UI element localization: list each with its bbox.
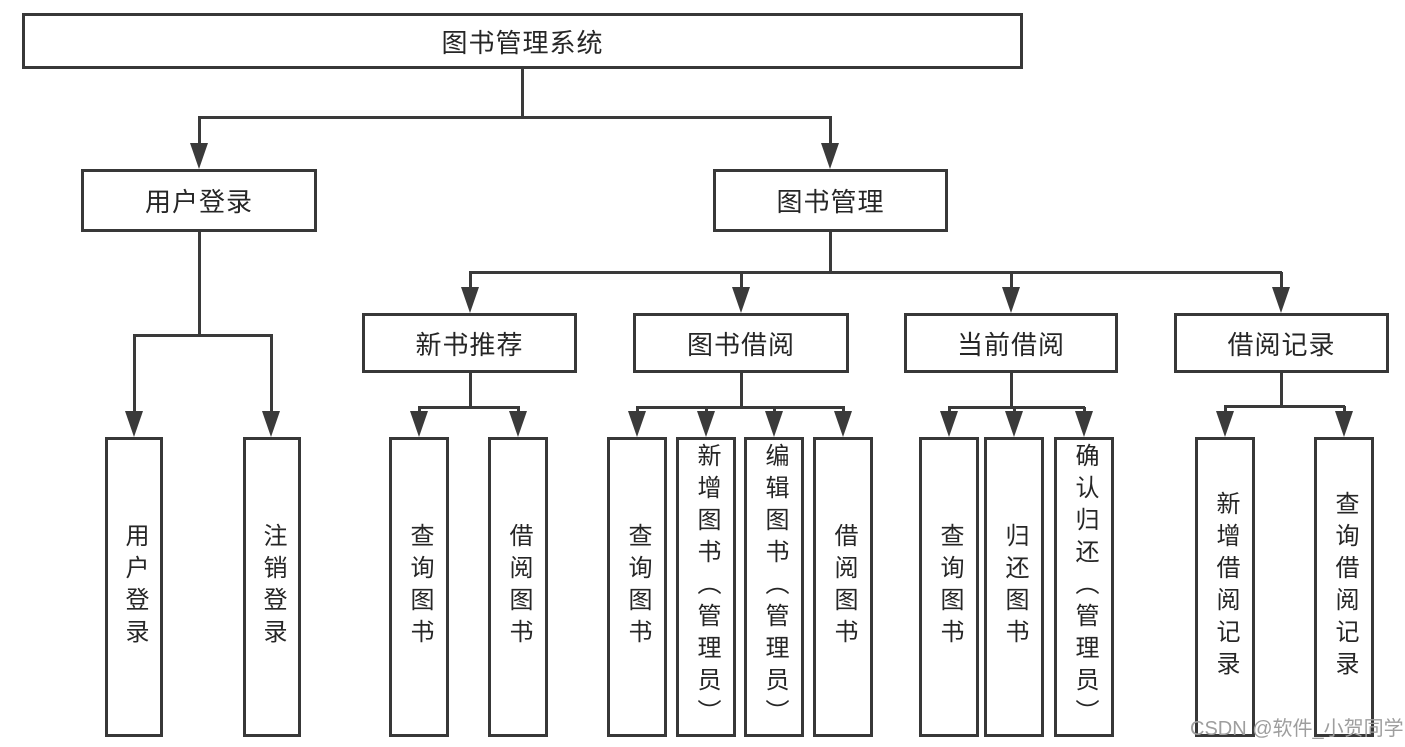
arrow-down-icon: [628, 411, 646, 437]
node-label: 借阅图书: [505, 523, 532, 651]
arrow-down-icon: [821, 143, 839, 169]
arrow-down-icon: [1216, 411, 1234, 437]
node-user-login: 用户登录: [81, 169, 317, 232]
connector-line: [1010, 272, 1013, 289]
node-label: 查询借阅记录: [1331, 491, 1358, 683]
arrow-down-icon: [1002, 287, 1020, 313]
node-label: 用户登录: [121, 523, 148, 651]
leaf-query-books-recommend: 查询图书: [389, 437, 449, 737]
node-label: 图书管理系统: [441, 27, 604, 58]
node-book-management: 图书管理: [713, 169, 948, 232]
arrow-down-icon: [697, 411, 715, 437]
node-label: 查询图书: [936, 523, 963, 651]
connector-line: [198, 117, 201, 147]
arrow-down-icon: [125, 411, 143, 437]
arrow-down-icon: [509, 411, 527, 437]
node-label: 查询图书: [406, 523, 433, 651]
arrow-down-icon: [1335, 411, 1353, 437]
node-label: 查询图书: [624, 523, 651, 651]
node-new-book-recommendation: 新书推荐: [362, 313, 577, 373]
leaf-query-borrow-record: 查询借阅记录: [1314, 437, 1374, 737]
connector-line: [270, 335, 273, 415]
leaf-query-books-borrow: 查询图书: [607, 437, 667, 737]
node-label: 新增图书（管理员）: [693, 443, 720, 731]
connector-line: [773, 407, 776, 413]
arrow-down-icon: [262, 411, 280, 437]
connector-line: [198, 232, 201, 335]
connector-line: [1224, 406, 1227, 413]
connector-line: [1083, 407, 1086, 413]
node-label: 图书管理: [776, 187, 885, 217]
arrow-down-icon: [765, 411, 783, 437]
leaf-edit-book-admin: 编辑图书（管理员）: [744, 437, 804, 737]
connector-line: [740, 373, 743, 407]
connector-line: [1010, 373, 1013, 407]
connector-line: [469, 271, 1282, 274]
connector-line: [636, 407, 639, 413]
connector-line: [133, 334, 273, 337]
node-label: 归还图书: [1001, 523, 1028, 651]
leaf-borrow-books: 借阅图书: [813, 437, 873, 737]
connector-line: [948, 406, 1085, 409]
connector-line: [1224, 405, 1345, 408]
leaf-add-book-admin: 新增图书（管理员）: [676, 437, 736, 737]
connector-line: [418, 407, 421, 413]
node-current-borrowing: 当前借阅: [904, 313, 1118, 373]
csdn-watermark: CSDN @软件_小贺同学: [1190, 718, 1404, 740]
node-label: 确认归还（管理员）: [1071, 443, 1098, 731]
leaf-user-login: 用户登录: [105, 437, 163, 737]
connector-line: [948, 407, 951, 413]
arrow-down-icon: [834, 411, 852, 437]
connector-line: [1343, 406, 1346, 413]
connector-line: [842, 407, 845, 413]
connector-line: [469, 373, 472, 407]
connector-line: [517, 407, 520, 413]
node-borrowing-records: 借阅记录: [1174, 313, 1389, 373]
node-label: 注销登录: [259, 523, 286, 651]
arrow-down-icon: [940, 411, 958, 437]
leaf-borrow-books-recommend: 借阅图书: [488, 437, 548, 737]
connector-line: [1280, 373, 1283, 406]
node-label: 当前借阅: [956, 329, 1065, 360]
node-library-management-system: 图书管理系统: [22, 13, 1023, 69]
connector-line: [829, 232, 832, 272]
node-label: 新增借阅记录: [1212, 491, 1239, 683]
leaf-logout: 注销登录: [243, 437, 301, 737]
node-label: 借阅记录: [1227, 329, 1336, 360]
connector-line: [469, 272, 472, 289]
arrow-down-icon: [190, 143, 208, 169]
leaf-confirm-return-admin: 确认归还（管理员）: [1054, 437, 1114, 737]
node-label: 编辑图书（管理员）: [761, 443, 788, 731]
connector-line: [521, 69, 524, 117]
connector-line: [636, 406, 845, 409]
arrow-down-icon: [732, 287, 750, 313]
node-label: 用户登录: [144, 187, 253, 217]
connector-line: [1280, 272, 1283, 289]
node-label: 新书推荐: [415, 329, 524, 360]
connector-line: [1013, 407, 1016, 413]
leaf-query-books-current: 查询图书: [919, 437, 979, 737]
arrow-down-icon: [1005, 411, 1023, 437]
arrow-down-icon: [410, 411, 428, 437]
node-book-borrowing: 图书借阅: [633, 313, 849, 373]
connector-line: [418, 406, 520, 409]
arrow-down-icon: [1272, 287, 1290, 313]
leaf-add-borrow-record: 新增借阅记录: [1195, 437, 1255, 737]
arrow-down-icon: [461, 287, 479, 313]
connector-line: [740, 272, 743, 289]
node-label: 借阅图书: [830, 523, 857, 651]
connector-line: [198, 116, 832, 119]
node-label: 图书借阅: [686, 329, 795, 360]
connector-line: [133, 335, 136, 415]
connector-line: [705, 407, 708, 413]
connector-line: [829, 117, 832, 147]
leaf-return-books: 归还图书: [984, 437, 1044, 737]
arrow-down-icon: [1075, 411, 1093, 437]
